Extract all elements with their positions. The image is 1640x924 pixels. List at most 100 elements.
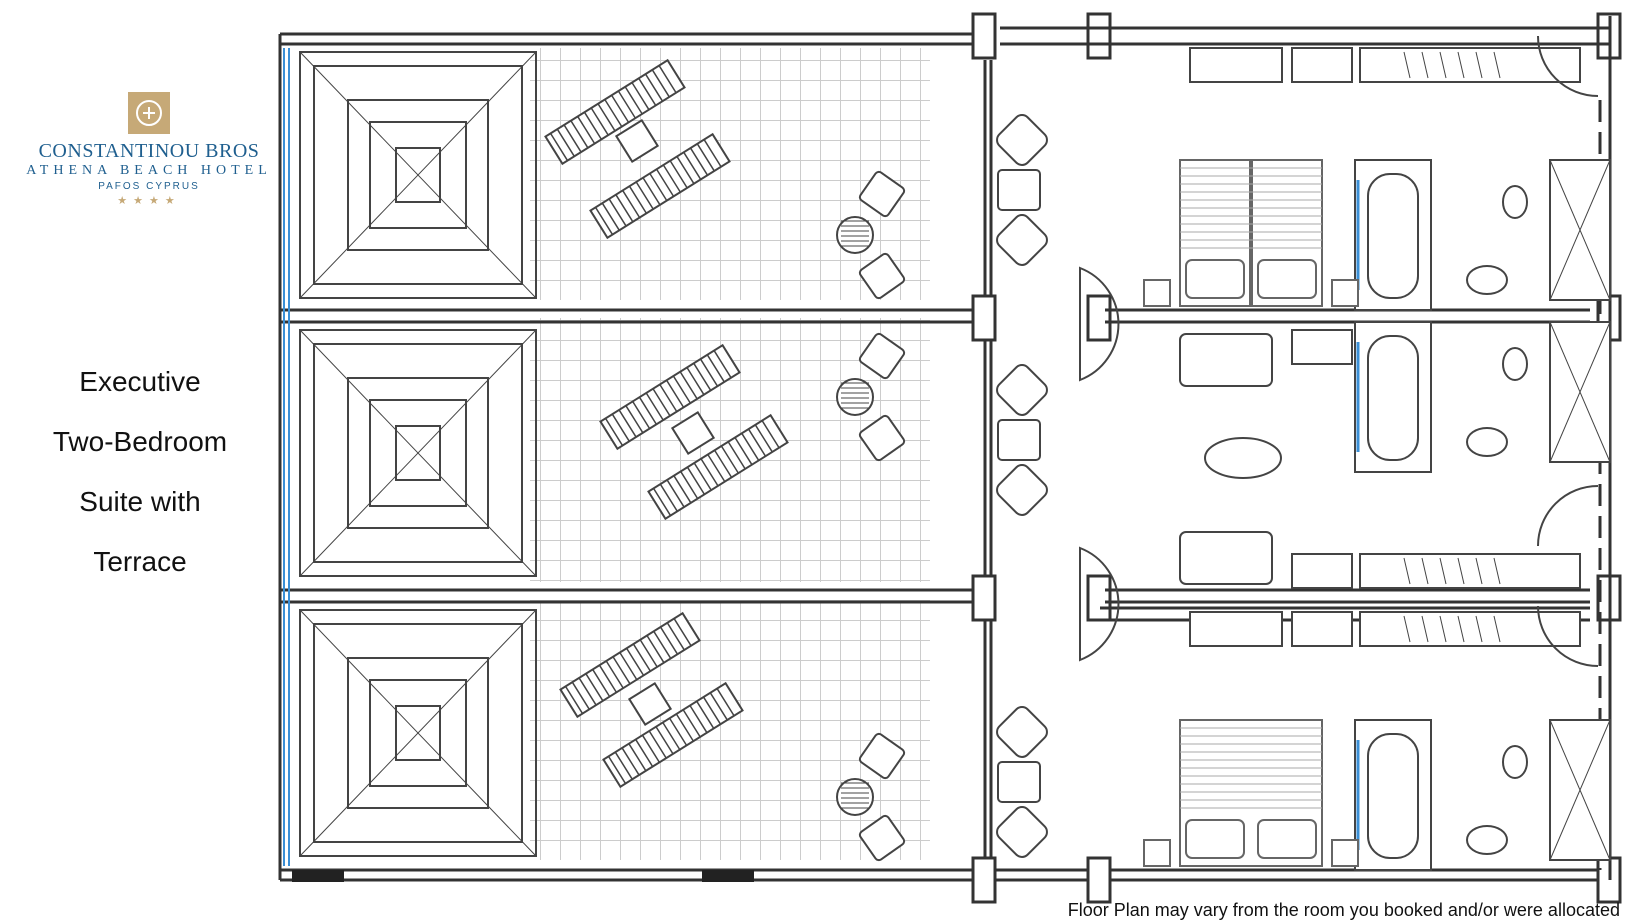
wardrobe [1359,553,1581,589]
armchair [996,214,1048,266]
desk [1189,611,1283,647]
bistro-chair [858,732,906,780]
side-table [627,681,673,727]
door-swing [1079,266,1120,382]
pergola-1 [299,51,537,299]
bed-group [1143,159,1359,867]
sofa [1179,531,1273,585]
sun-lounger [599,343,741,451]
structural-column [1086,294,1112,342]
floor-plan-disclaimer: Floor Plan may vary from the room you bo… [1067,900,1620,920]
armchair [996,364,1048,416]
sun-lounger [544,58,686,166]
structural-column [971,12,997,60]
sink [1466,427,1508,457]
bistro-set-group [836,170,906,862]
bistro-set [836,170,906,300]
armchair-group [996,114,1048,858]
bathtub [1367,173,1419,299]
armchair [996,114,1048,166]
armchair [996,464,1048,516]
title-line-1: Executive [79,366,201,397]
cabinet [1291,47,1353,83]
sun-lounger-group [544,58,789,789]
sun-lounger [589,132,731,240]
toilet [1502,745,1528,779]
nightstand [1331,279,1359,307]
sink [1466,265,1508,295]
bistro-chair [858,332,906,380]
bathtub [1367,335,1419,461]
title-line-3: Suite with [79,486,201,517]
pillow [1257,259,1317,299]
bathtub [1367,733,1419,859]
side-table [614,118,660,164]
bistro-chair [858,814,906,862]
structural-column [1086,574,1112,622]
sun-lounger [647,413,789,521]
furniture-group [1179,47,1581,647]
bathroom [1354,719,1611,871]
pillow [1257,819,1317,859]
brand-name: CONSTANTINOU BROS [38,140,260,162]
cabinet [1291,611,1353,647]
ottoman [997,761,1041,803]
structural-column [971,574,997,622]
hotel-name: ATHENA BEACH HOTEL [26,163,272,178]
door-swing [1537,35,1599,97]
wardrobe [1359,611,1581,647]
bed [1143,719,1359,867]
monogram-logo-icon [128,92,170,134]
bed [1143,159,1359,307]
structural-column [971,856,997,904]
ottoman [997,169,1041,211]
title-line-4: Terrace [93,546,187,577]
nightstand [1143,279,1171,307]
glass-railing [283,48,290,866]
bistro-set [836,732,906,862]
pergola-group [299,51,537,857]
cabinet [1291,553,1353,589]
pergola-3 [299,609,537,857]
bistro-chair [858,414,906,462]
armchair [996,806,1048,858]
wardrobe [1359,47,1581,83]
pillow [1185,819,1245,859]
cabinet [1291,329,1353,365]
bathroom [1354,159,1611,311]
bistro-table [836,378,874,416]
ottoman [997,419,1041,461]
drain-grate-1 [292,870,344,882]
sun-lounger [559,611,701,719]
sofa [1179,333,1273,387]
star-rating: ★★★★ [117,195,181,207]
suite-title: Executive Two-Bedroom Suite with Terrace [20,362,260,602]
bistro-table [836,778,874,816]
structural-column [1086,12,1112,60]
door-group [1079,35,1599,667]
pillow [1185,259,1245,299]
coffee-table [1204,437,1282,479]
bistro-chair [858,252,906,300]
structural-column [971,294,997,342]
hotel-location: PAFOS CYPRUS [98,181,200,192]
door-swing [1537,605,1599,667]
monogram-emblem [136,100,162,126]
facade-wall [983,60,993,866]
armchair [996,706,1048,758]
nightstand [1331,839,1359,867]
toilet [1502,185,1528,219]
hotel-logo: CONSTANTINOU BROS ATHENA BEACH HOTEL PAF… [18,92,280,208]
side-table [670,410,716,456]
structural-column [1086,856,1112,904]
door-swing [1537,485,1599,547]
pergola-2 [299,329,537,577]
nightstand [1143,839,1171,867]
sink [1466,825,1508,855]
door-swing [1079,546,1120,662]
bathroom-group [1354,159,1611,871]
bistro-table [836,216,874,254]
bistro-chair [858,170,906,218]
desk [1189,47,1283,83]
